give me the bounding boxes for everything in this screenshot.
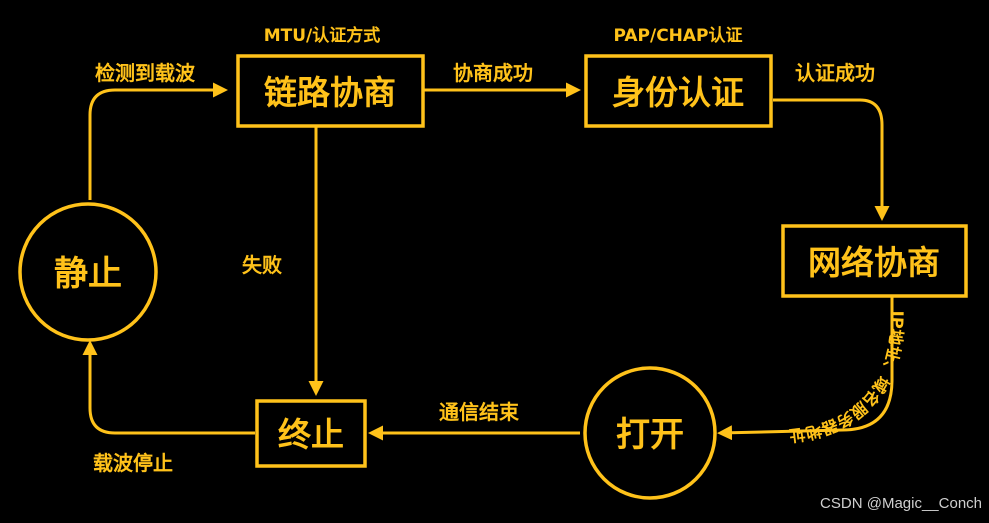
comm-end-label: 通信结束 [439, 400, 520, 424]
node-idle-circle [18, 202, 158, 342]
node-link-label: 链路协商 [264, 73, 396, 112]
edge-auth-to-net [773, 98, 890, 221]
node-open-circle [583, 366, 717, 500]
auth-note-label: PAP/CHAP认证 [613, 25, 742, 46]
detect-carrier-label: 检测到载波 [95, 61, 196, 85]
node-term-label: 终止 [278, 415, 344, 454]
link-note-label: MTU/认证方式 [264, 25, 381, 46]
edge-idle-to-link [88, 82, 228, 200]
auth-success-label: 认证成功 [795, 61, 875, 85]
node-idle-label: 静止 [54, 254, 122, 294]
node-net-label: 网络协商 [808, 243, 940, 282]
link-success-label: 协商成功 [453, 61, 533, 85]
net-to-open-textpath: IP地址、域名服务器地址 [788, 311, 907, 446]
carrier-stop-label: 载波停止 [93, 451, 173, 475]
fail-label: 失败 [242, 253, 282, 277]
node-auth-box [584, 54, 773, 128]
edge-term-to-idle [82, 340, 255, 435]
node-link-box [236, 54, 425, 128]
node-open-label: 打开 [616, 415, 684, 455]
node-auth-label: 身份认证 [612, 73, 744, 112]
net-to-open-label: IP地址、域名服务器地址 [788, 311, 907, 446]
node-term-box [255, 399, 367, 468]
node-net-box [781, 224, 968, 298]
edge-net-to-open [717, 295, 894, 441]
watermark: CSDN @Magic__Conch [820, 495, 982, 512]
